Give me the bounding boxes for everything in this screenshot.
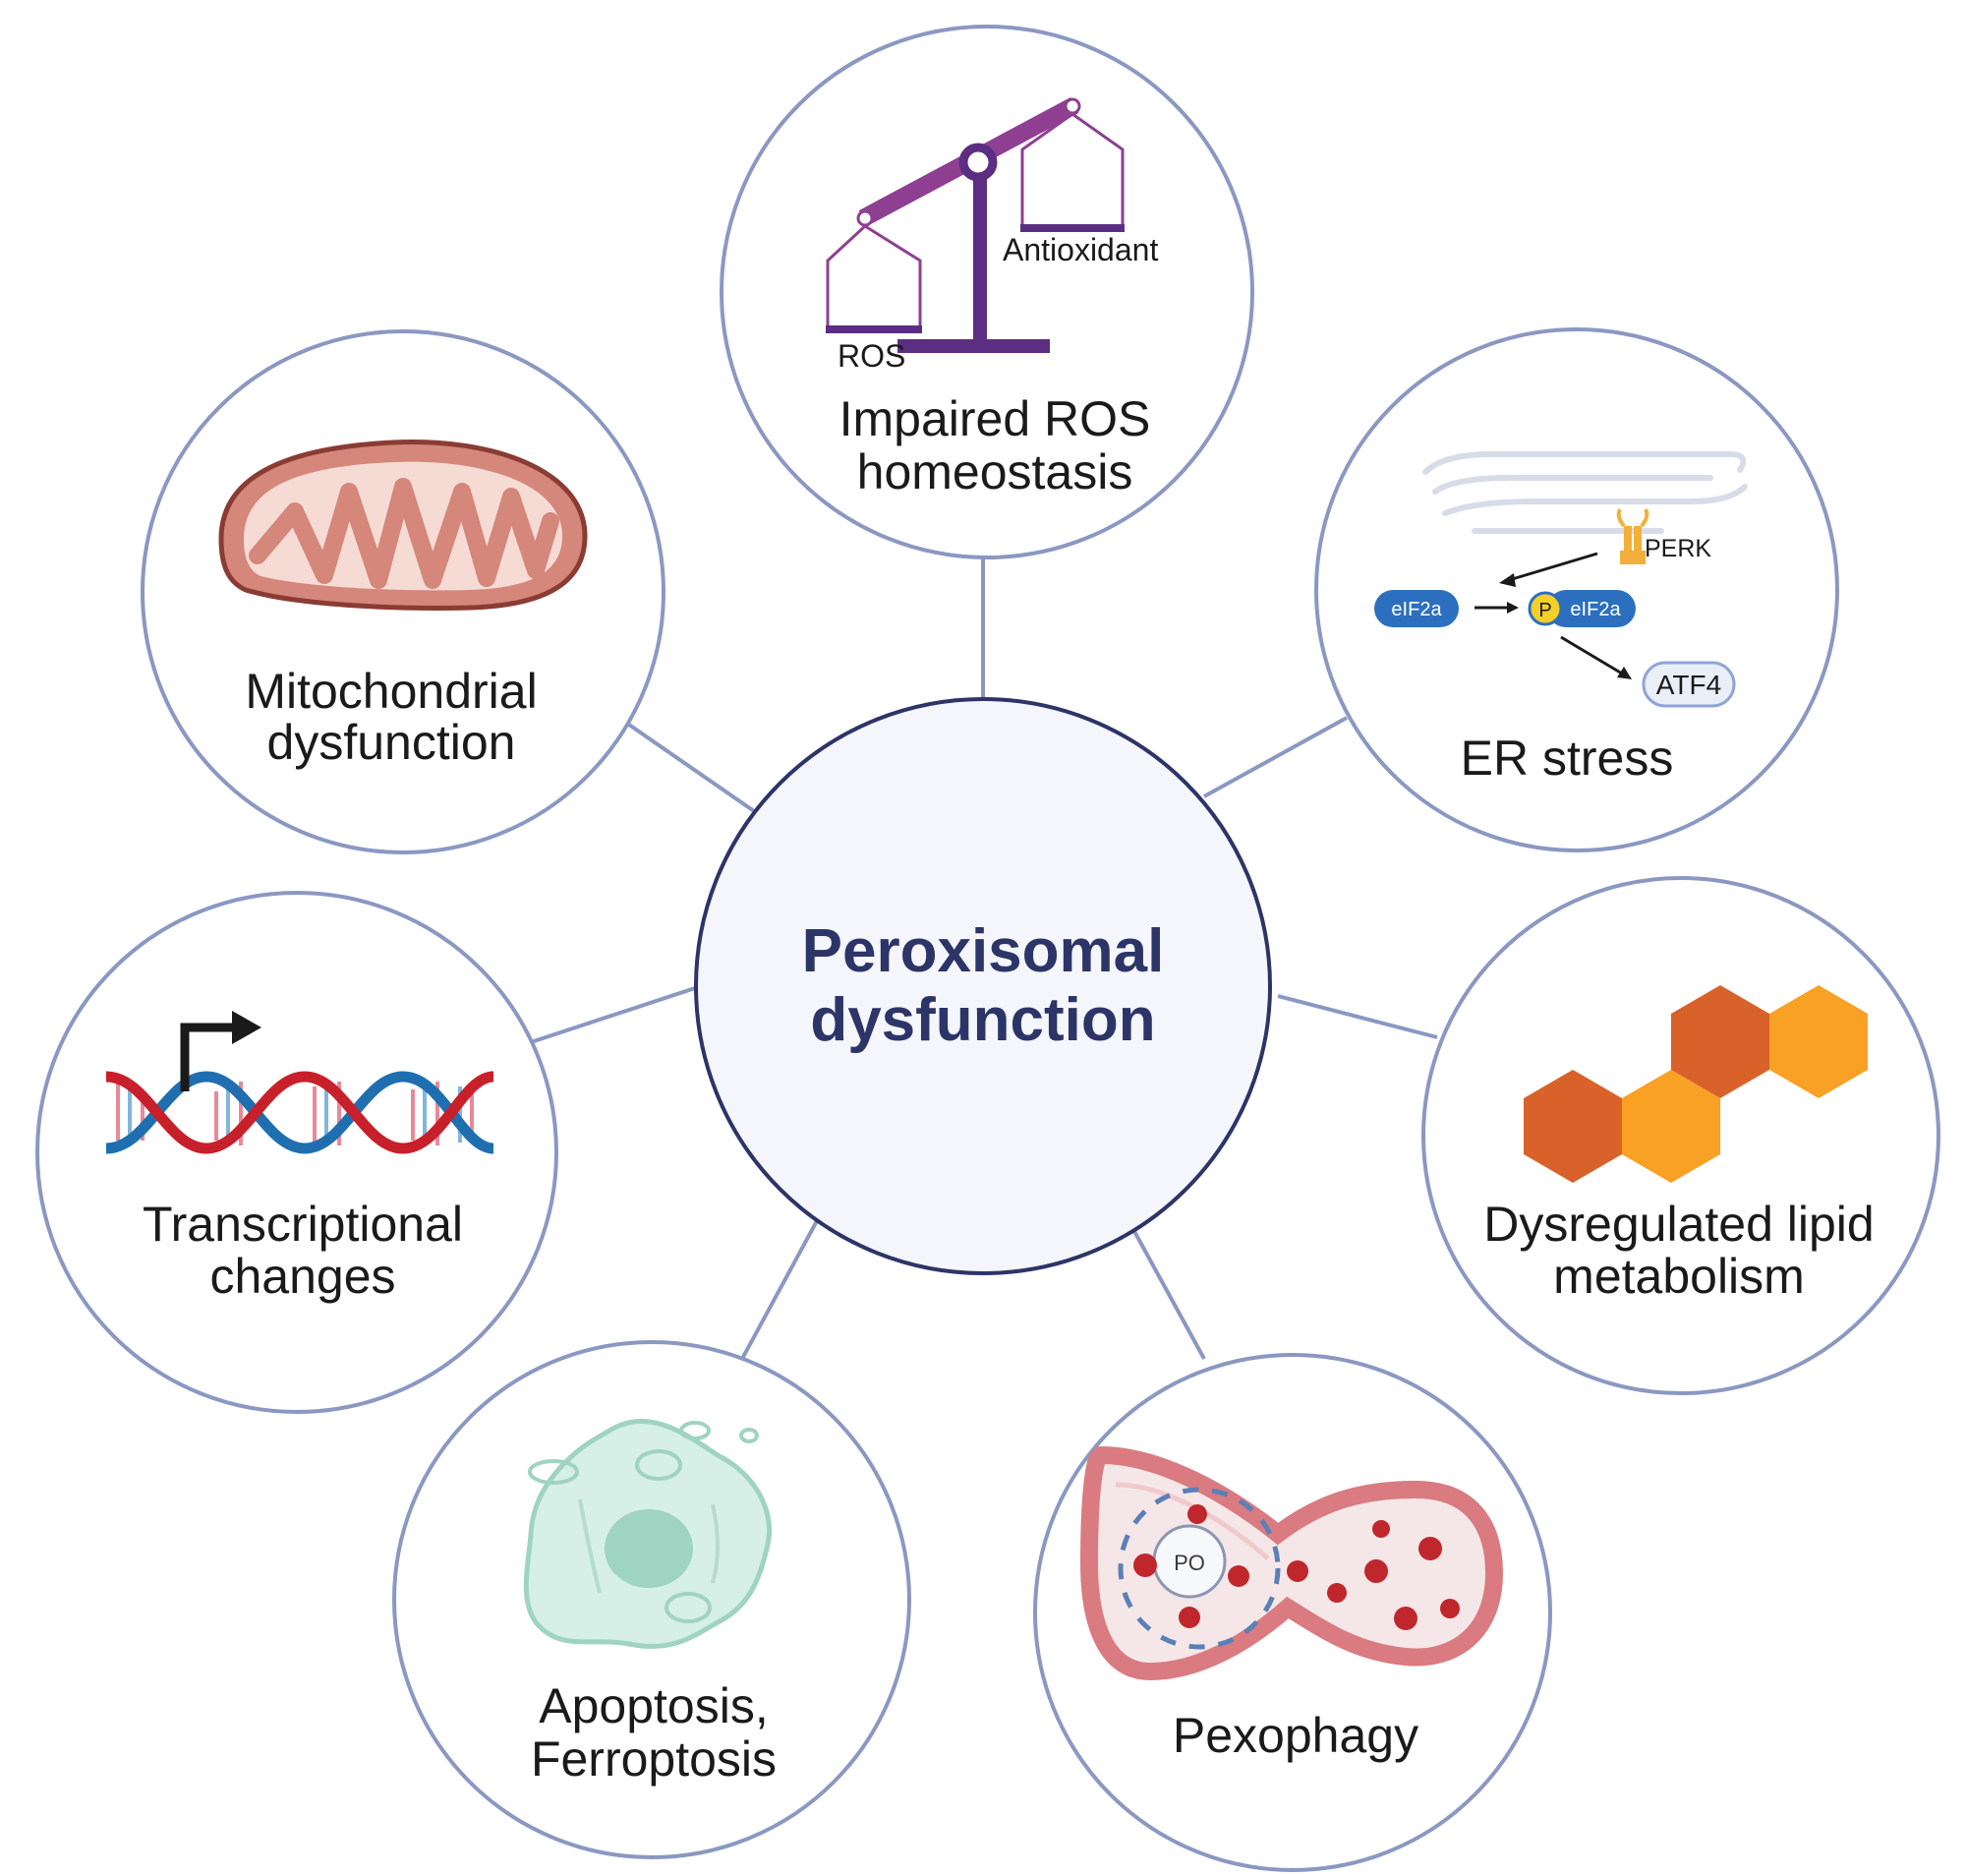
ros-label: ROS — [838, 338, 905, 374]
connector-er — [1203, 716, 1348, 798]
ros-node-title-line1: Impaired ROS — [839, 391, 1151, 446]
lipid-node-title-line1: Dysregulated lipid — [1483, 1197, 1874, 1252]
perk-receptor-icon — [1616, 508, 1649, 564]
transcription-node-title-line2: changes — [209, 1249, 395, 1304]
node-transcription: Transcriptional changes — [35, 891, 558, 1414]
atf4-label: ATF4 — [1656, 670, 1721, 700]
node-apoptosis: Apoptosis, Ferroptosis — [392, 1340, 911, 1859]
eif2a-protein: eIF2a — [1374, 590, 1459, 627]
center-circle — [694, 697, 1272, 1275]
endoplasmic-reticulum-icon — [1422, 450, 1748, 534]
transcription-node-title-line1: Transcriptional — [143, 1197, 463, 1252]
connector-lipid — [1277, 994, 1438, 1039]
atf4-protein: ATF4 — [1642, 661, 1736, 708]
po-label: PO — [1174, 1551, 1205, 1575]
apoptosis-node-title-line1: Apoptosis, — [539, 1678, 768, 1733]
mito-node-title-line2: dysfunction — [267, 715, 516, 770]
connector-pexophagy — [1128, 1223, 1206, 1360]
phosphate-label: P — [1538, 600, 1551, 621]
cell-icon — [523, 1419, 773, 1650]
er-pathway-arrows — [1474, 552, 1632, 679]
er-node-title: ER stress — [1461, 731, 1674, 786]
apoptosis-node-title-line2: Ferroptosis — [531, 1731, 777, 1787]
antioxidant-label: Antioxidant — [1003, 232, 1158, 267]
perk-label: PERK — [1645, 535, 1711, 562]
node-pexophagy: PO Pexophagy — [1033, 1353, 1552, 1872]
node-ros-homeostasis: Antioxidant ROS Impaired ROS homeostasis — [720, 25, 1254, 559]
center-node: Peroxisomal dysfunction — [694, 697, 1272, 1275]
eif2a-label: eIF2a — [1391, 599, 1442, 620]
lipid-node-title-line2: metabolism — [1553, 1249, 1805, 1304]
connector-transcription — [530, 986, 696, 1044]
center-title-line2: dysfunction — [810, 986, 1155, 1054]
autophagosome-icon: PO — [1079, 1445, 1504, 1681]
node-er-stress: PERK eIF2a eIF2a P ATF4 ER stress — [1314, 327, 1839, 852]
pexophagy-node-title: Pexophagy — [1173, 1708, 1418, 1763]
ros-node-title-line2: homeostasis — [857, 444, 1133, 499]
dna-helix-icon — [105, 1011, 494, 1154]
connector-mito — [624, 721, 759, 815]
connector-apoptosis — [740, 1216, 821, 1360]
center-title-line1: Peroxisomal — [802, 917, 1165, 985]
mitochondrion-icon — [218, 440, 588, 611]
lipid-hexagon-icon — [1524, 985, 1868, 1183]
phospho-eif2a-protein: eIF2a P — [1528, 590, 1636, 627]
connectors — [530, 534, 1438, 1360]
mito-node-title-line1: Mitochondrial — [245, 664, 537, 719]
node-lipid-metabolism: Dysregulated lipid metabolism — [1421, 876, 1940, 1395]
balance-scale-icon — [826, 97, 1125, 353]
node-mitochondrial: Mitochondrial dysfunction — [141, 329, 665, 854]
phospho-eif2a-label: eIF2a — [1570, 599, 1621, 620]
